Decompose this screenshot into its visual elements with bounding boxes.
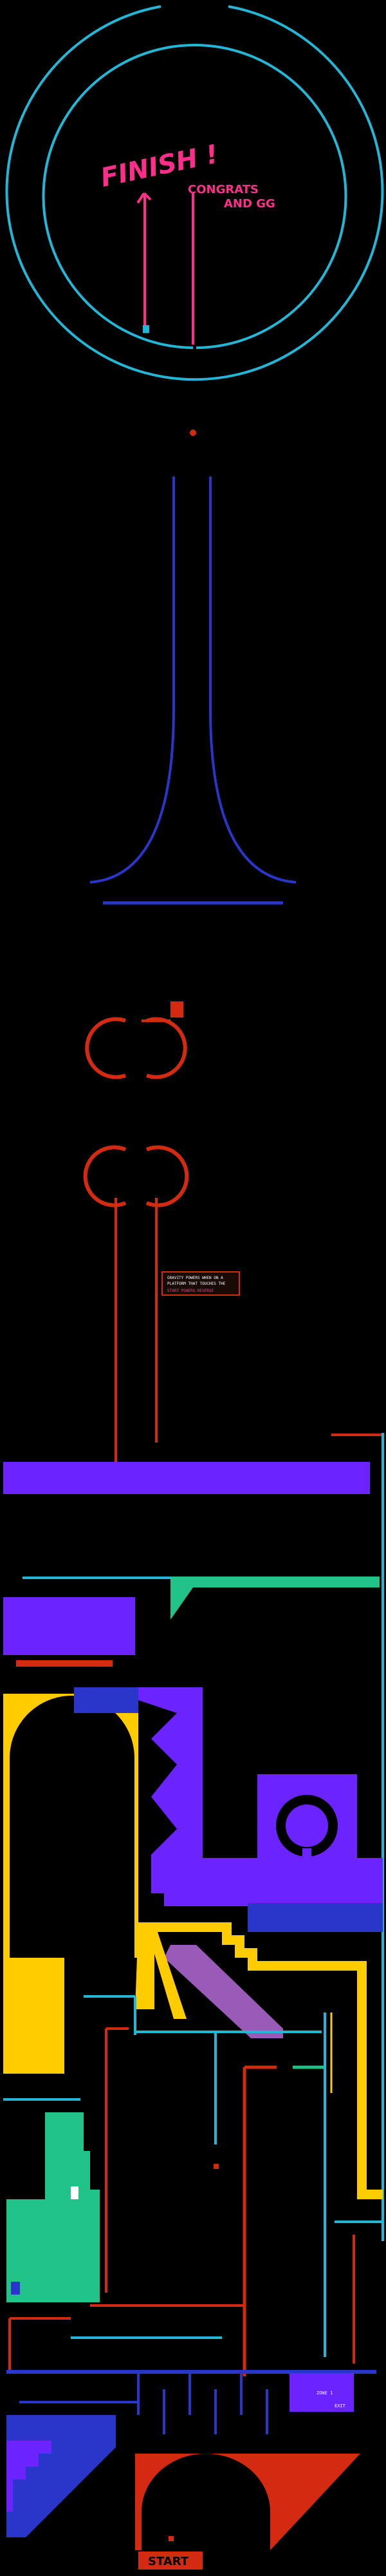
green-wedge — [170, 1577, 380, 1620]
keyhole-stem — [302, 1848, 311, 1880]
exit-label: EXIT — [335, 2403, 346, 2409]
blue-tower — [89, 477, 297, 905]
lavender-ramp — [164, 1945, 283, 2038]
tower-right-wall — [209, 477, 297, 884]
arch-tunnel — [10, 1696, 134, 1958]
purple-small-block — [290, 2373, 354, 2412]
purple-block-left — [3, 1597, 135, 1655]
maze-section: ZONE 1 EXIT — [3, 1433, 384, 2537]
zone-label: ZONE 1 — [317, 2391, 333, 2396]
congrats-line-2: AND GG — [224, 197, 275, 211]
blue-diagonal — [26, 2447, 116, 2537]
ring-lower — [83, 1145, 189, 1208]
sign-line-1: GRAVITY POWERS WHEN ON A — [167, 1276, 223, 1280]
tower-left-wall — [89, 477, 175, 884]
outer-ring — [5, 5, 384, 381]
red-dot — [190, 430, 196, 436]
purple-stairs-fill — [6, 2441, 51, 2512]
congrats-line-1: CONGRATS — [188, 183, 259, 196]
finish-zone: FINISH ! CONGRATS AND GG — [5, 5, 384, 436]
red-bar — [16, 1660, 113, 1667]
yellow-stairs — [135, 1922, 383, 2199]
blue-slab — [248, 1903, 383, 1932]
red-marker — [214, 2164, 219, 2169]
red-dome — [135, 2454, 360, 2550]
yellow-chevron — [148, 1932, 187, 2019]
red-rings: GRAVITY POWERS WHEN ON A PLATFORM THAT T… — [83, 1001, 240, 1462]
white-figure — [71, 2186, 78, 2199]
blue-frame-bottom — [6, 2370, 376, 2374]
cyan-block — [143, 325, 149, 333]
start-pad[interactable] — [138, 2552, 203, 2570]
ring-upper — [85, 1017, 187, 1079]
start-zone: START — [135, 2454, 360, 2570]
keyhole-core — [286, 1804, 328, 1847]
sign-line-3: START POWERS REVERSE — [167, 1289, 214, 1293]
start-label: START — [148, 2555, 189, 2568]
arrow-icon — [136, 192, 152, 204]
blue-corner — [74, 1687, 138, 1713]
inner-ring — [42, 44, 347, 349]
blue-arrow-block — [11, 2282, 20, 2295]
purple-zigzag — [138, 1687, 203, 1893]
info-sign — [161, 1271, 240, 1296]
purple-top-band — [3, 1462, 370, 1494]
green-stairs — [6, 2112, 100, 2302]
sign-line-2: PLATFORM THAT TOUCHES THE — [167, 1282, 226, 1286]
player-marker[interactable] — [169, 2536, 174, 2541]
yellow-block-left — [3, 1958, 64, 2074]
red-box — [170, 1001, 183, 1018]
